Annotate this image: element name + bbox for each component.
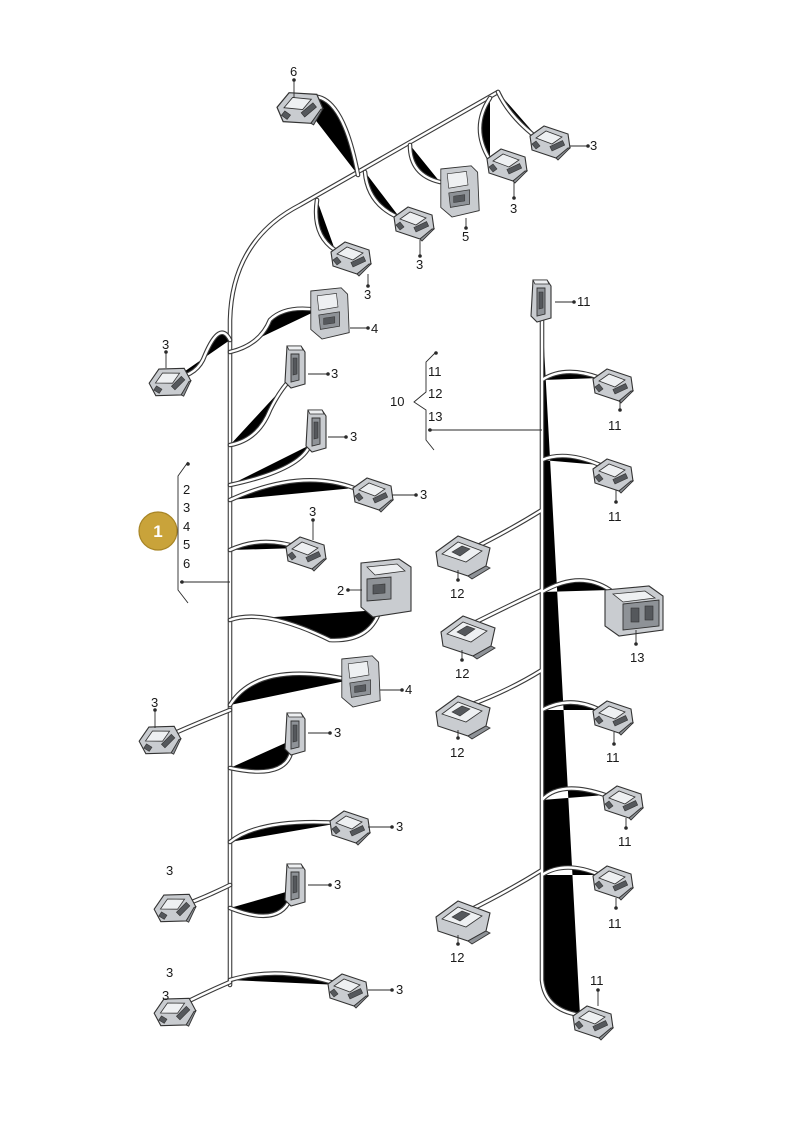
connector-12b xyxy=(440,615,496,660)
connector-part-4a xyxy=(310,287,350,340)
connector-part-5 xyxy=(440,165,480,218)
right-group-list: 10 11 12 13 xyxy=(390,364,442,424)
group-right-number: 10 xyxy=(390,394,404,409)
part-label: 5 xyxy=(462,229,469,244)
connector-3g xyxy=(329,810,371,846)
part-label: 3 xyxy=(151,695,158,710)
group-right-item: 13 xyxy=(428,409,442,424)
part-label: 4 xyxy=(405,682,412,697)
connector-12d xyxy=(435,900,491,945)
connector-11c xyxy=(592,700,634,736)
connector-top-right-3 xyxy=(529,125,571,161)
part-label: 12 xyxy=(455,666,469,681)
part-label: 4 xyxy=(371,321,378,336)
group-right-item: 12 xyxy=(428,386,442,401)
part-label: 3 xyxy=(364,287,371,302)
connector-11-bottom xyxy=(572,1005,614,1041)
group-left-item: 4 xyxy=(183,519,190,534)
group-left-item: 6 xyxy=(183,556,190,571)
connector-11b xyxy=(592,458,634,494)
group-left-item: 3 xyxy=(183,500,190,515)
part-label: 11 xyxy=(608,916,622,931)
part-label: 12 xyxy=(450,586,464,601)
group-left-item: 5 xyxy=(183,537,190,552)
connector-left-3b xyxy=(135,717,186,765)
part-label: 3 xyxy=(162,337,169,352)
connector-3c xyxy=(393,206,435,242)
part-label: 3 xyxy=(416,257,423,272)
part-label: 3 xyxy=(334,877,341,892)
part-label: 11 xyxy=(608,418,622,433)
part-labels: 6 3 3 5 3 3 3 4 3 3 3 3 2 3 4 3 3 3 3 3 … xyxy=(151,64,644,1003)
connector-3f xyxy=(285,536,327,572)
connector-11d xyxy=(602,785,644,821)
connector-part-6 xyxy=(273,84,327,134)
connector-3e xyxy=(352,477,394,513)
connector-clip-3c xyxy=(284,712,306,756)
right-harness xyxy=(470,310,610,1015)
connector-clip-3d xyxy=(284,863,306,907)
connector-11e xyxy=(592,865,634,901)
part-label: 3 xyxy=(334,725,341,740)
connector-11a xyxy=(592,368,634,404)
part-label: 6 xyxy=(290,64,297,79)
connector-part-11-top xyxy=(530,279,552,323)
connector-clip-3a xyxy=(284,345,306,389)
part-label: 2 xyxy=(337,583,344,598)
group-left-item: 2 xyxy=(183,482,190,497)
connector-left-3 xyxy=(145,359,196,407)
part-label: 3 xyxy=(162,988,169,1003)
connector-part-13 xyxy=(604,585,664,637)
part-label: 3 xyxy=(166,965,173,980)
part-label: 3 xyxy=(350,429,357,444)
group-right-item: 11 xyxy=(428,364,442,379)
part-label: 3 xyxy=(396,819,403,834)
left-group-list: 2 3 4 5 6 xyxy=(183,482,190,571)
part-label: 3 xyxy=(309,504,316,519)
connector-part-2 xyxy=(360,558,412,618)
part-label: 12 xyxy=(450,745,464,760)
part-label: 3 xyxy=(590,138,597,153)
leader-lines xyxy=(153,78,638,1006)
badge-number: 1 xyxy=(153,522,162,541)
part-label: 12 xyxy=(450,950,464,965)
part-label: 11 xyxy=(606,750,620,765)
part-label: 3 xyxy=(166,863,173,878)
connector-3h xyxy=(327,973,369,1009)
part-label: 3 xyxy=(420,487,427,502)
part-label: 3 xyxy=(331,366,338,381)
connector-part-4b xyxy=(341,655,381,708)
part-label: 3 xyxy=(396,982,403,997)
part-label: 11 xyxy=(608,509,622,524)
connector-clip-3b xyxy=(305,409,327,453)
item-number-badge: 1 xyxy=(138,511,178,551)
part-label: 11 xyxy=(590,973,604,988)
part-label: 11 xyxy=(577,294,591,309)
part-label: 11 xyxy=(618,834,632,849)
part-label: 13 xyxy=(630,650,644,665)
part-label: 3 xyxy=(510,201,517,216)
connector-left-3c xyxy=(150,885,201,933)
connector-3b xyxy=(486,148,528,184)
left-harness xyxy=(160,89,540,1008)
connector-3d xyxy=(330,241,372,277)
